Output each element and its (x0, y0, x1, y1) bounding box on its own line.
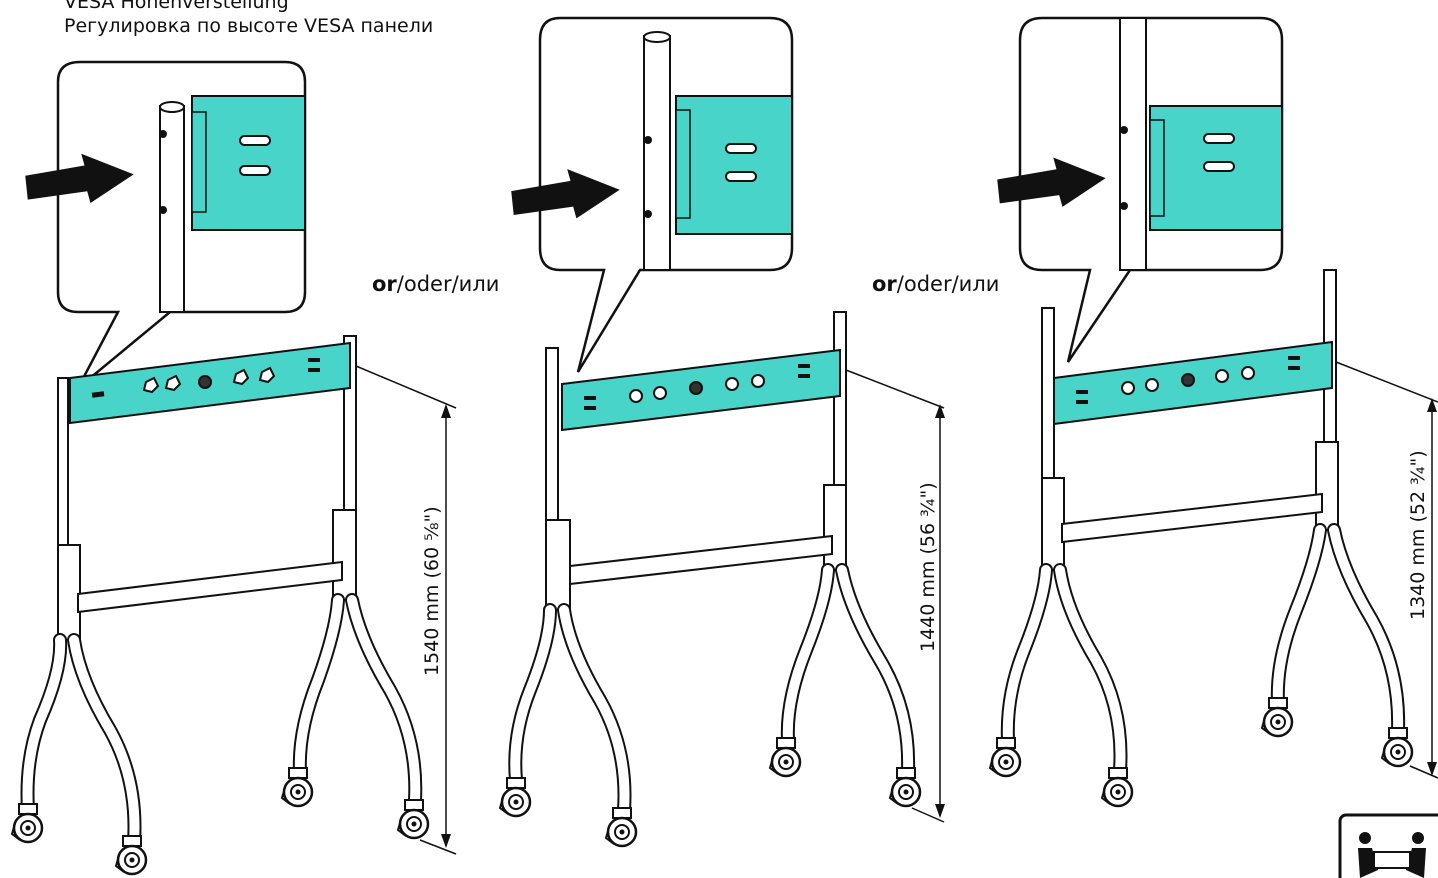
vesa-bracket-detail (191, 95, 306, 231)
or-rest: /oder/или (896, 272, 1000, 296)
or-bold: or (372, 272, 397, 296)
or-bold: or (872, 272, 897, 296)
dimension-label-3: 1340 mm (52 ¾") (1407, 450, 1429, 620)
stand-3: 1340 mm (52 ¾") (988, 16, 1438, 808)
or-separator-2: or/oder/или (872, 272, 999, 296)
title-line-german: VESA Höhenverstellung (64, 0, 289, 13)
two-person-lift-icon (1338, 813, 1438, 878)
page-title: VESA Höhenverstellung Регулировка по выс… (64, 0, 433, 38)
stand-2: 1440 mm (56 ¾") (498, 16, 945, 848)
or-rest: /oder/или (396, 272, 500, 296)
vesa-bracket-detail (675, 95, 793, 235)
or-separator-1: or/oder/или (372, 272, 499, 296)
dimension-label-1: 1540 mm (60 ⅝") (421, 506, 443, 676)
stand-1: 1540 mm (60 ⅝") (10, 60, 457, 876)
title-line-russian: Регулировка по высоте VESA панели (64, 15, 434, 37)
dimension-label-2: 1440 mm (56 ¾") (917, 482, 939, 652)
